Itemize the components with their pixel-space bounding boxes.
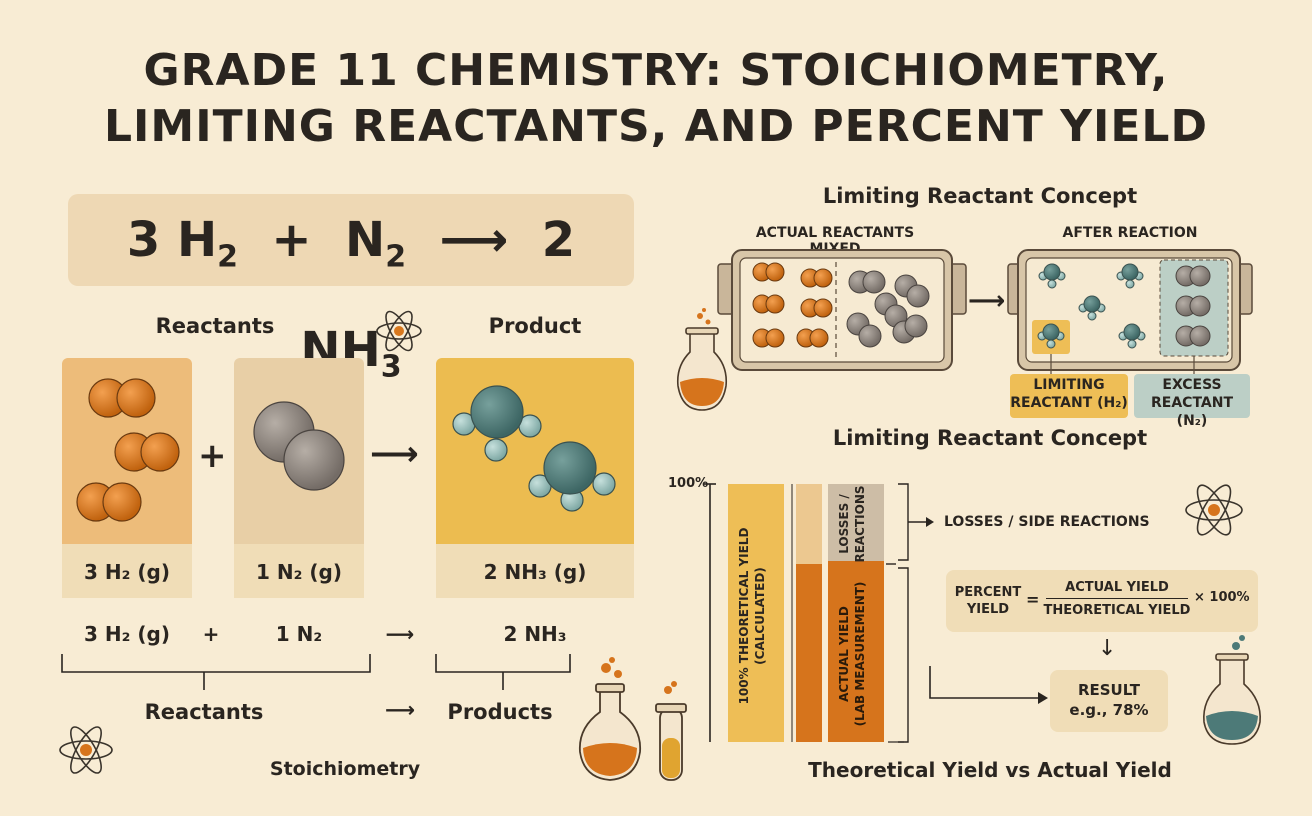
limiting-tag-line1: LIMITING <box>1033 377 1105 393</box>
eq-plus: + <box>271 212 312 268</box>
eq-nh3: 2 NH <box>300 212 576 378</box>
formula-lhs-line2: YIELD <box>966 602 1010 617</box>
n2-tile <box>234 358 364 544</box>
theo-label-line2: (CALCULATED) <box>753 567 767 665</box>
eq-n2-sub: 2 <box>385 239 407 275</box>
formula-multiplier: × 100% <box>1194 590 1250 605</box>
h2-tile <box>62 358 192 544</box>
limiting-heading: Limiting Reactant Concept <box>822 184 1138 208</box>
n2-caption: 1 N₂ (g) <box>256 560 342 584</box>
result-box: RESULT e.g., 78% <box>1050 670 1168 732</box>
brace-reactants-label: Reactants <box>144 700 264 724</box>
losses-bar <box>828 484 884 561</box>
actual-bar-label: ACTUAL YIELD (LAB MEASUREMENT) <box>836 569 876 739</box>
actual-label-line1: ACTUAL YIELD <box>837 606 851 702</box>
eq-nh3-sub: 3 <box>380 349 402 385</box>
row2-nh3: 2 NH₃ <box>503 622 567 646</box>
limiting-tag-line2: REACTANT (H₂) <box>1010 395 1128 411</box>
row2-plus: + <box>202 622 220 646</box>
formula-equals: = <box>1026 590 1040 609</box>
right-container-label: AFTER REACTION <box>1062 225 1198 241</box>
excess-reactant-tag: EXCESS REACTANT (N₂) <box>1134 374 1250 429</box>
formula-fraction-bar <box>1046 598 1188 599</box>
n2-caption-box <box>234 544 364 598</box>
page-title-line-2: LIMITING REACTANTS, AND PERCENT YIELD <box>104 101 1208 152</box>
row2-arrow: ⟶ <box>385 622 415 646</box>
limiting-containers <box>676 249 1253 411</box>
losses-callout: LOSSES / SIDE REACTIONS <box>944 514 1150 530</box>
losses-bar-label: LOSSES / REACTIONS <box>836 484 876 564</box>
limiting-footer: Limiting Reactant Concept <box>832 426 1148 450</box>
theoretical-bar-label: 100% THEORETICAL YIELD (CALCULATED) <box>736 506 776 726</box>
eq-arrow: ⟶ <box>439 212 509 268</box>
stoichiometry-label: Stoichiometry <box>269 758 421 780</box>
formula-denominator: THEORETICAL YIELD <box>1043 603 1191 618</box>
nh3-caption: 2 NH₃ (g) <box>483 560 587 584</box>
theo-label-line1: 100% THEORETICAL YIELD <box>737 527 751 705</box>
reactants-label: Reactants <box>155 314 275 338</box>
yield-diagram <box>704 483 1261 745</box>
actual-bar <box>828 561 884 742</box>
losses-label-line1: LOSSES / <box>837 494 851 554</box>
product-label: Product <box>488 314 582 338</box>
container-arrow: ⟶ <box>968 286 1006 316</box>
eq-h2-sub: 2 <box>217 239 238 275</box>
row2-n2: 1 N₂ <box>275 622 323 646</box>
page-title-line-1: GRADE 11 CHEMISTRY: STOICHIOMETRY, <box>143 45 1169 96</box>
brace-arrow: ⟶ <box>384 698 416 722</box>
down-arrow: ↓ <box>1098 636 1117 661</box>
yield-footer: Theoretical Yield vs Actual Yield <box>808 758 1172 782</box>
formula-lhs-line1: PERCENT <box>954 585 1022 600</box>
result-line2: e.g., 78% <box>1069 701 1149 719</box>
balanced-equation: 3 H2 + N2 ⟶ 2 NH3 <box>68 194 634 384</box>
result-line1: RESULT <box>1077 681 1141 699</box>
brace-products-label: Products <box>447 700 553 724</box>
h2-caption: 3 H₂ (g) <box>84 560 170 584</box>
equation-box <box>68 194 634 286</box>
row2-h2: 3 H₂ (g) <box>84 622 170 646</box>
eq-n2: N <box>345 212 386 268</box>
plus-sign: + <box>198 436 227 476</box>
axis-100-label: 100% <box>668 476 709 491</box>
arrow-sign: ⟶ <box>370 434 419 474</box>
percent-yield-formula <box>946 570 1258 632</box>
eq-h2: 3 H <box>126 212 218 268</box>
losses-label-line2: REACTIONS <box>853 485 867 563</box>
formula-numerator: ACTUAL YIELD <box>1065 580 1169 595</box>
nh3-tile <box>436 358 634 544</box>
spacer-actual-bar <box>796 564 822 742</box>
h2-caption-box <box>62 544 192 598</box>
excess-tag-line2: REACTANT (N₂) <box>1150 395 1234 429</box>
excess-tag-line1: EXCESS <box>1162 377 1222 393</box>
limiting-reactant-tag: LIMITING REACTANT (H₂) <box>1010 374 1128 418</box>
formula-lhs: PERCENT YIELD <box>952 584 1024 618</box>
actual-label-line2: (LAB MEASUREMENT) <box>853 581 867 727</box>
atom-icon <box>376 310 422 352</box>
theoretical-bar <box>728 484 784 742</box>
nh3-caption-box <box>436 544 634 598</box>
